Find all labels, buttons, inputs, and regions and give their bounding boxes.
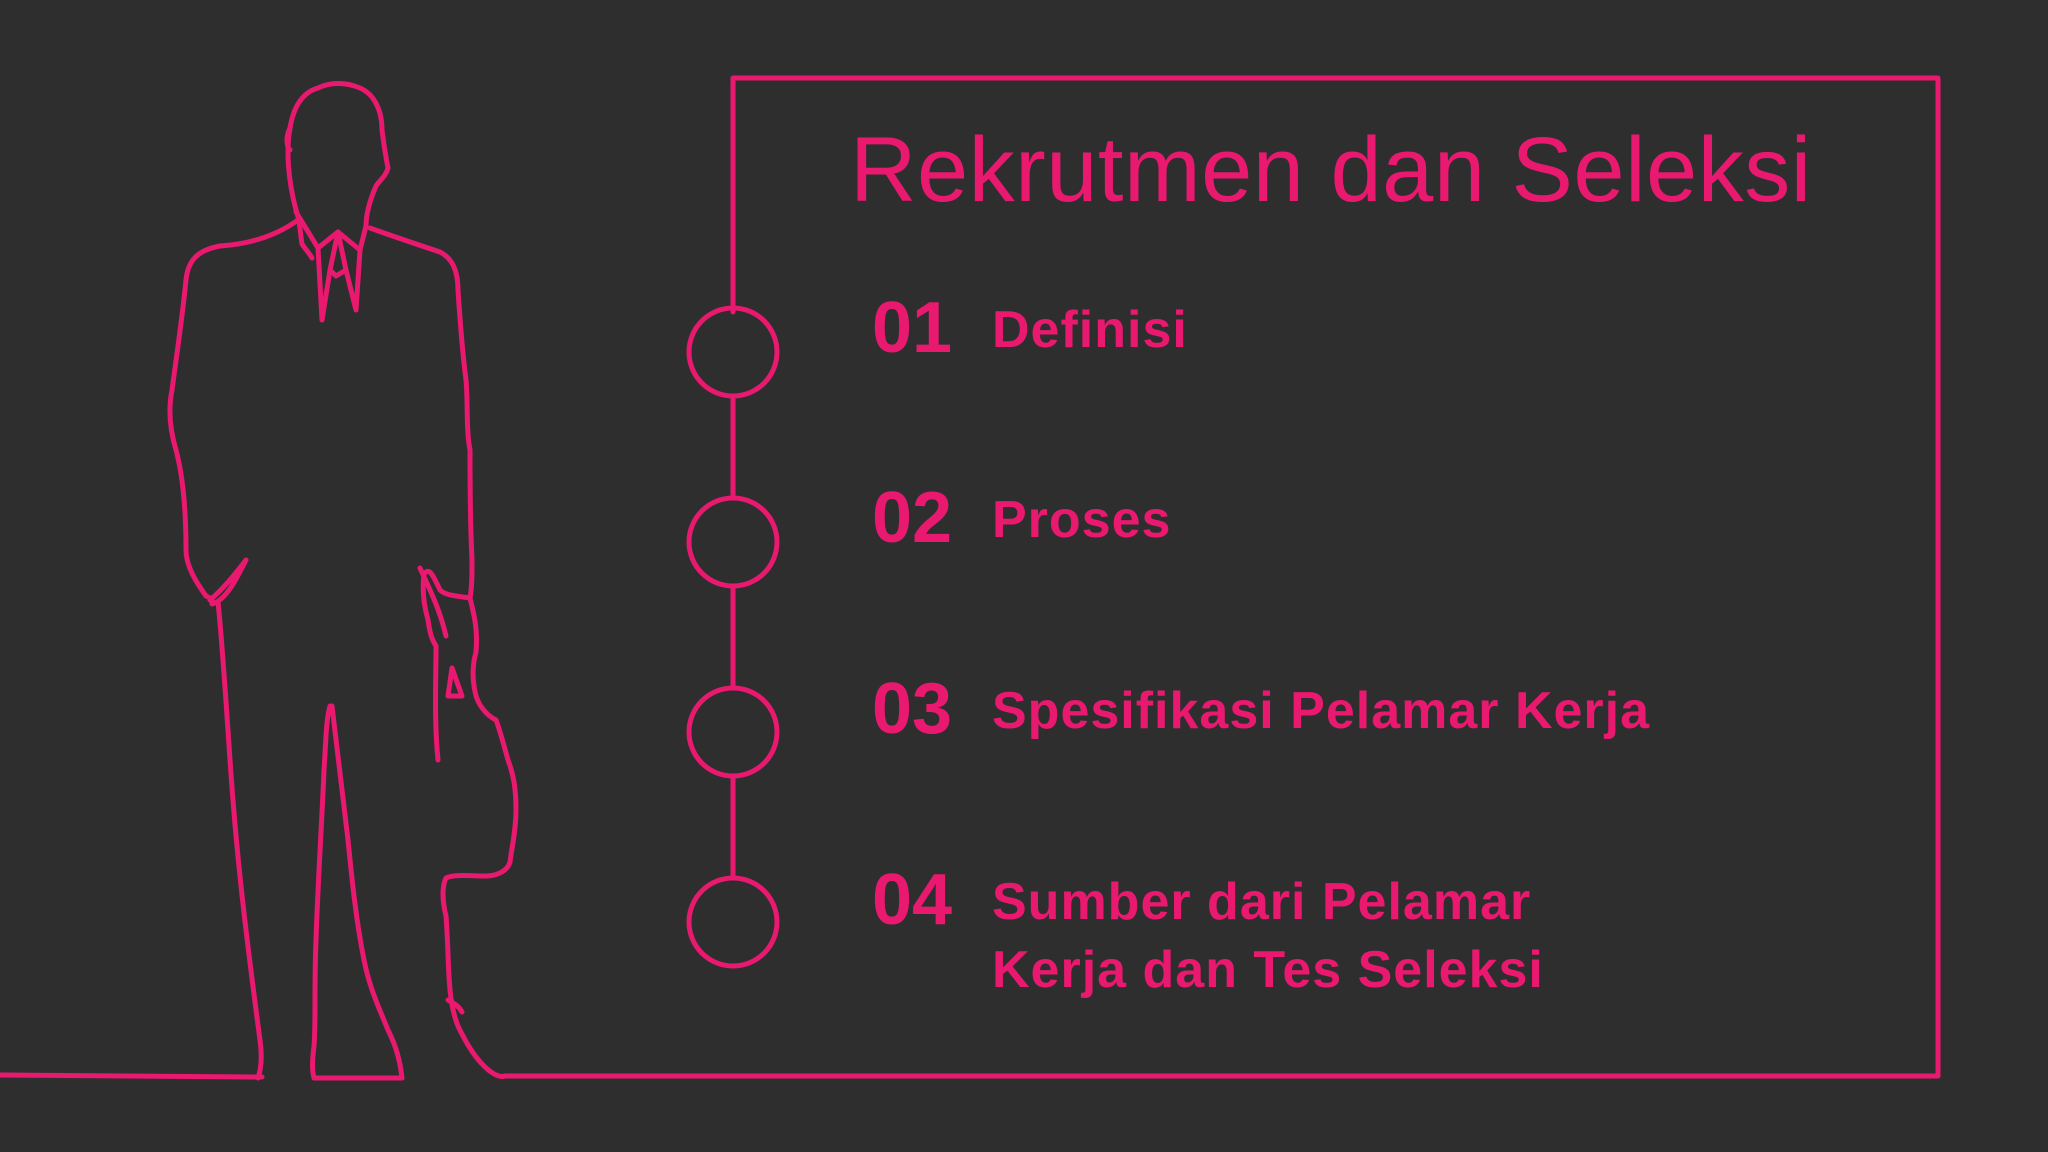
item-number-2: 02 bbox=[872, 478, 953, 558]
item-number-3: 03 bbox=[872, 669, 953, 749]
item-label-sumber-line1: Sumber dari Pelamar bbox=[992, 873, 1532, 931]
item-number-1: 01 bbox=[872, 288, 953, 368]
businessman-outline-icon bbox=[167, 81, 519, 1081]
frame-border bbox=[502, 75, 1941, 1079]
timeline-circle-2 bbox=[686, 495, 780, 589]
ground-line bbox=[0, 1072, 265, 1080]
item-label-spesifikasi: Spesifikasi Pelamar Kerja bbox=[992, 682, 1651, 740]
timeline-circle-3 bbox=[686, 685, 780, 779]
item-number-4: 04 bbox=[872, 860, 953, 940]
item-label-definisi: Definisi bbox=[992, 301, 1188, 359]
item-label-proses: Proses bbox=[992, 491, 1172, 549]
timeline-circle-1 bbox=[686, 305, 780, 399]
slide-title: Rekrutmen dan Seleksi bbox=[850, 119, 1812, 221]
item-label-sumber-line2: Kerja dan Tes Seleksi bbox=[992, 941, 1544, 999]
timeline-circle-4 bbox=[686, 875, 780, 969]
